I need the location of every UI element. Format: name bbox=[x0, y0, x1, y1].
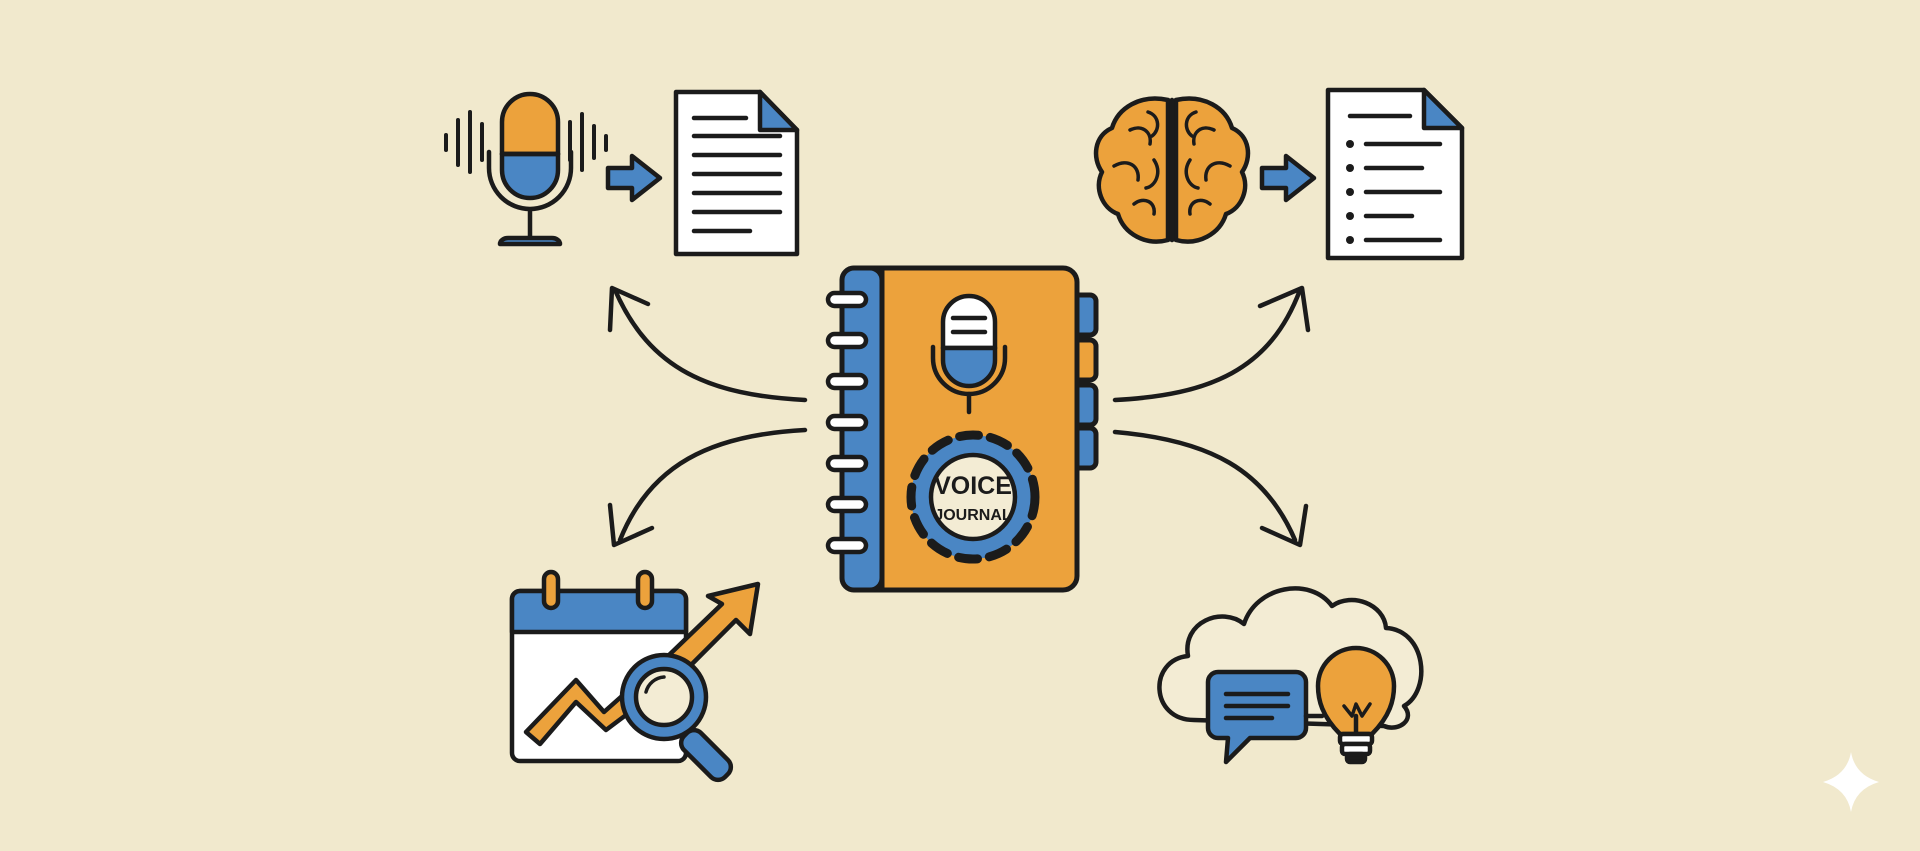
spiral-binding bbox=[825, 290, 869, 555]
brain-to-notes-node bbox=[1093, 87, 1465, 261]
sparkle-icon bbox=[1823, 752, 1879, 812]
arrow-to-top-left bbox=[607, 285, 808, 403]
cloud-insights-node bbox=[1157, 586, 1424, 765]
arrow-right-icon bbox=[1259, 153, 1317, 203]
microphone-icon bbox=[486, 91, 574, 247]
chat-bubble-icon bbox=[1205, 669, 1309, 765]
lightbulb-icon bbox=[1315, 645, 1397, 765]
trend-analysis-node bbox=[509, 569, 761, 783]
center-label-line2: JOURNAL bbox=[934, 507, 1012, 524]
voice-to-text-node bbox=[444, 89, 800, 257]
microphone-icon bbox=[930, 293, 1008, 415]
gear-icon bbox=[906, 430, 1040, 564]
brain-icon bbox=[1093, 96, 1251, 244]
center-label-line1: VOICE bbox=[934, 472, 1012, 500]
document-icon bbox=[673, 89, 800, 257]
arrow-to-bottom-left bbox=[607, 427, 808, 548]
arrow-to-bottom-right bbox=[1112, 429, 1309, 548]
arrow-right-icon bbox=[605, 153, 663, 203]
arrow-to-top-right bbox=[1112, 285, 1311, 403]
checklist-document-icon bbox=[1325, 87, 1465, 261]
magnifier-icon bbox=[619, 652, 734, 783]
